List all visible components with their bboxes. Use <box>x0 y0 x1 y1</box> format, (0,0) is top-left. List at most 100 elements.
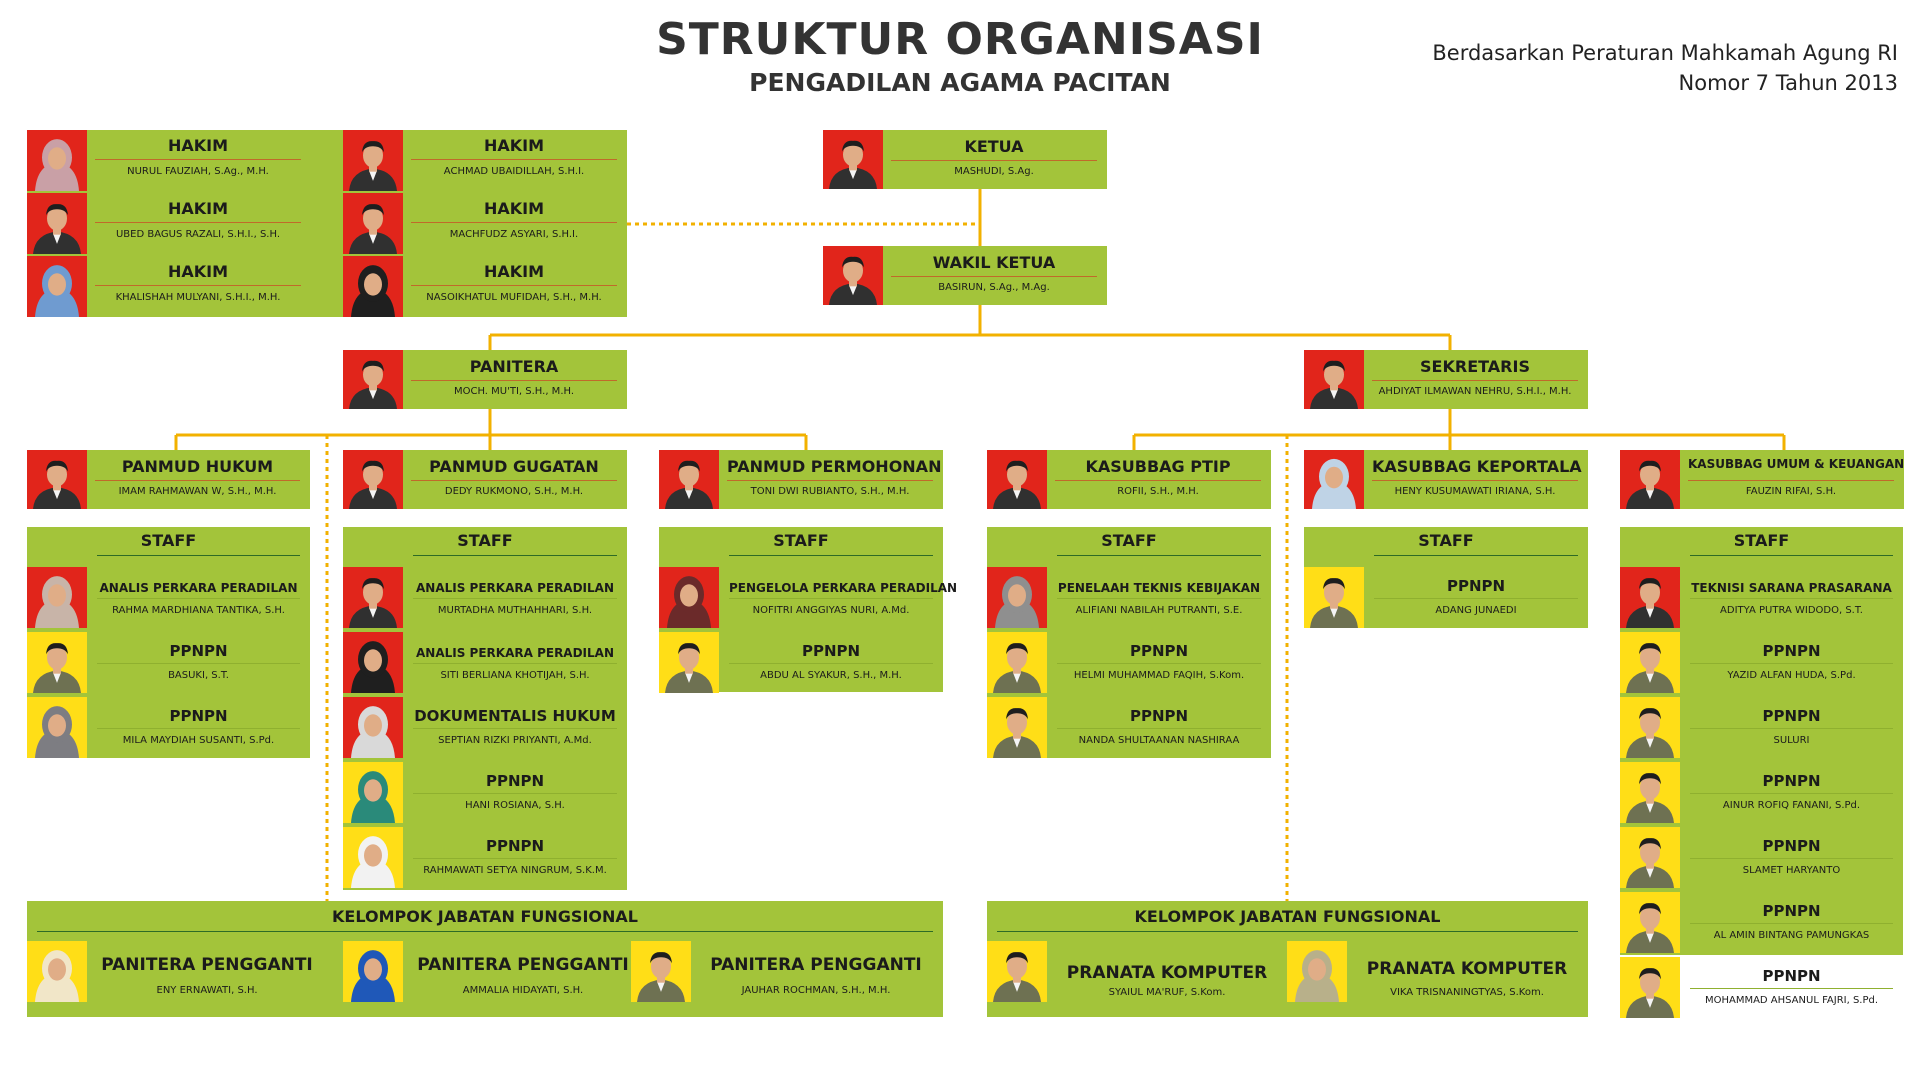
divider <box>1057 663 1261 664</box>
person-name: HENY KUSUMAWATI IRIANA, S.H. <box>1394 486 1556 497</box>
staff-panel-title: STAFF <box>140 531 197 550</box>
person-name: BASUKI, S.T. <box>168 670 229 681</box>
person-name: NANDA SHULTAANAN NASHIRAA <box>1078 735 1240 746</box>
divider <box>411 222 617 223</box>
portrait-photo <box>1620 632 1680 693</box>
member-role: PPNPN <box>169 642 228 660</box>
divider <box>413 598 617 599</box>
portrait-photo <box>27 697 87 758</box>
member-role: PPNPN <box>1129 707 1189 725</box>
divider <box>413 728 617 729</box>
member-role: PANITERA PENGGANTI <box>710 955 922 975</box>
divider <box>1690 728 1893 729</box>
divider <box>729 598 933 599</box>
divider <box>1690 793 1893 794</box>
person-name: MOCH. MU'TI, S.H., M.H. <box>453 386 575 397</box>
panel-divider <box>997 931 1578 932</box>
divider <box>95 480 300 481</box>
member-role: PENGELOLA PERKARA PERADILAN <box>729 581 958 595</box>
portrait-photo <box>659 567 719 628</box>
person-name: AHDIYAT ILMAWAN NEHRU, S.H.I., M.H. <box>1378 386 1572 397</box>
divider <box>729 663 933 664</box>
panmud-gugatan-card: PANMUD GUGATAN DEDY RUKMONO, S.H., M.H. <box>343 450 627 509</box>
member-role: ANALIS PERKARA PERADILAN <box>416 646 614 660</box>
portrait-photo <box>27 450 87 509</box>
legal-basis: Berdasarkan Peraturan Mahkamah Agung RI … <box>1432 38 1898 98</box>
person-name: FAUZIN RIFAI, S.H. <box>1745 486 1837 497</box>
member-role: PPNPN <box>1762 772 1821 790</box>
role-label: PANMUD GUGATAN <box>429 457 599 476</box>
person-name: DEDY RUKMONO, S.H., M.H. <box>444 486 584 497</box>
person-name: VIKA TRISNANINGTYAS, S.Kom. <box>1390 987 1544 998</box>
divider <box>411 159 617 160</box>
divider <box>1690 858 1893 859</box>
portrait-photo <box>1620 957 1680 1018</box>
divider <box>97 663 300 664</box>
person-name: NURUL FAUZIAH, S.Ag., M.H. <box>127 166 269 177</box>
role-label: HAKIM <box>167 136 229 155</box>
portrait-photo <box>343 697 403 758</box>
portrait-photo <box>343 827 403 888</box>
chart-title: STRUKTUR ORGANISASI <box>656 14 1264 65</box>
person-name: MASHUDI, S.Ag. <box>954 166 1034 177</box>
member-role: DOKUMENTALIS HUKUM <box>414 707 616 725</box>
portrait-photo <box>659 632 719 693</box>
portrait-photo <box>343 450 403 509</box>
divider <box>95 222 301 223</box>
divider <box>727 480 933 481</box>
kjf-title: KELOMPOK JABATAN FUNGSIONAL <box>1134 907 1441 926</box>
divider <box>1055 480 1261 481</box>
person-name: UBED BAGUS RAZALI, S.H.I., S.H. <box>115 229 281 240</box>
person-name: NASOIKHATUL MUFIDAH, S.H., M.H. <box>426 292 602 303</box>
role-label: KETUA <box>964 137 1024 156</box>
person-name: MACHFUDZ ASYARI, S.H.I. <box>449 229 579 240</box>
divider <box>1690 988 1893 989</box>
divider <box>1374 598 1578 599</box>
divider <box>413 663 617 664</box>
person-name: ALIFIANI NABILAH PUTRANTI, S.E. <box>1075 605 1243 616</box>
staff-panel-title: STAFF <box>1733 531 1790 550</box>
legal-basis-line-2: Nomor 7 Tahun 2013 <box>1678 71 1898 95</box>
portrait-photo <box>343 762 403 823</box>
staff-panel-title: STAFF <box>457 531 513 550</box>
panel-divider <box>1057 555 1261 556</box>
member-role: PRANATA KOMPUTER <box>1366 959 1568 979</box>
divider <box>97 728 300 729</box>
portrait-photo <box>823 130 883 189</box>
kelompok-jabatan-fungsional-panel: KELOMPOK JABATAN FUNGSIONAL PRANATA KOMPU… <box>987 901 1588 1017</box>
staff-member: PPNPN NANDA SHULTAANAN NASHIRAA <box>987 697 1271 758</box>
portrait-photo <box>27 256 87 317</box>
portrait-photo <box>987 697 1047 758</box>
portrait-photo <box>1304 450 1364 509</box>
person-name: SLAMET HARYANTO <box>1742 865 1841 876</box>
staff-panel-title: STAFF <box>1101 531 1157 550</box>
portrait-photo <box>27 941 87 1002</box>
portrait-photo <box>1620 762 1680 823</box>
role-label: HAKIM <box>483 136 545 155</box>
person-name: SULURI <box>1773 735 1810 746</box>
portrait-photo <box>1304 567 1364 628</box>
person-name: SEPTIAN RIZKI PRIYANTI, A.Md. <box>438 735 592 746</box>
member-role: PPNPN <box>1762 642 1821 660</box>
